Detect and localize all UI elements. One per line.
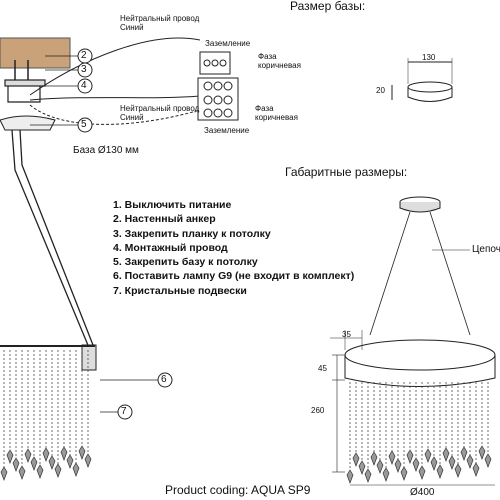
- dim-diameter: Ø400: [410, 487, 435, 498]
- chain-label: Цепоч: [472, 244, 500, 255]
- overall-heading: Габаритные размеры:: [285, 165, 408, 179]
- crystal-drop: [352, 452, 360, 467]
- crystal-drop: [406, 449, 414, 464]
- phase-bottom-label: Фаза коричневая: [255, 104, 298, 122]
- dim-crystal-height: 260: [311, 406, 325, 415]
- crystal-drop: [376, 459, 384, 474]
- callout-5: 5: [81, 119, 87, 130]
- crystal-drop: [12, 457, 20, 472]
- crystal-drop: [0, 466, 8, 481]
- callout-leaders: [30, 55, 158, 413]
- crystal-strands-left: [0, 350, 92, 481]
- mounting-plate: [4, 79, 46, 103]
- crystal-drop: [370, 451, 378, 466]
- ground-top-label: Заземление: [205, 39, 251, 48]
- callout-circles: [77, 48, 173, 420]
- step-item: 3. Закрепить планку к потолку: [113, 227, 271, 240]
- callout-7: 7: [121, 406, 127, 417]
- crystal-drop: [484, 453, 492, 468]
- base-size-drawing: [391, 58, 453, 102]
- crystal-drop: [60, 446, 68, 461]
- step-item: 4. Монтажный провод: [113, 241, 228, 254]
- step-item: 2. Настенный анкер: [113, 213, 216, 226]
- step-item: 1. Выключить питание: [113, 199, 232, 211]
- overall-drawing: [330, 196, 496, 486]
- phase-top-label: Фаза коричневая: [258, 52, 301, 70]
- crystal-drop: [472, 462, 480, 477]
- crystal-drop: [24, 448, 32, 463]
- crystal-drop: [460, 446, 468, 461]
- crystal-strands-right: [346, 382, 492, 484]
- crystal-drop: [436, 464, 444, 479]
- ground-bottom-label: Заземление: [204, 126, 250, 135]
- neutral-bottom-label: Нейтральный провод Синий: [120, 104, 200, 122]
- crystal-drop: [346, 469, 354, 484]
- crystal-drop: [72, 462, 80, 477]
- crystal-drop: [84, 453, 92, 468]
- crystal-drop: [66, 454, 74, 469]
- crystal-drop: [358, 460, 366, 475]
- crystal-drop: [36, 464, 44, 479]
- crystal-drop: [18, 465, 26, 480]
- callout-4: 4: [81, 80, 87, 91]
- crystal-drop: [42, 447, 50, 462]
- crystal-drop: [430, 456, 438, 471]
- neutral-top-label: Нейтральный провод Синий: [120, 14, 200, 32]
- crystal-drop: [78, 445, 86, 460]
- crystal-drop: [424, 448, 432, 463]
- step-item: 6. Поставить лампу G9 (не входит в компл…: [113, 270, 355, 283]
- lamp-holder: [81, 344, 97, 371]
- wires: [29, 37, 201, 125]
- crystal-drop: [382, 467, 390, 482]
- ceiling-base: [0, 115, 56, 131]
- crystal-drop: [364, 468, 372, 483]
- step-item: 5. Закрепить базу к потолку: [113, 256, 258, 269]
- callout-2: 2: [81, 50, 87, 61]
- ceiling-block: [0, 37, 71, 69]
- terminal-block-bottom: [197, 77, 239, 121]
- installation-steps: 1. Выключить питание 2. Настенный анкер …: [113, 198, 354, 298]
- dim-ring-height: 45: [318, 364, 327, 373]
- dim-ring-offset: 35: [342, 330, 351, 339]
- wall-anchors: [14, 60, 29, 80]
- step-item: 7. Кристальные подвески: [113, 284, 247, 297]
- crystal-drop: [388, 450, 396, 465]
- crystal-drop: [30, 456, 38, 471]
- base-diameter-label: База Ø130 мм: [73, 145, 139, 156]
- suspension-cable: [11, 129, 94, 351]
- product-coding: Product coding: AQUA SP9: [165, 483, 311, 497]
- crystal-drop: [394, 458, 402, 473]
- callout-6: 6: [161, 374, 167, 385]
- base-diameter-dim: 130: [422, 53, 436, 62]
- callout-3: 3: [81, 64, 87, 75]
- crystal-drop: [466, 454, 474, 469]
- base-height-dim: 20: [376, 86, 385, 95]
- crystal-drop: [48, 455, 56, 470]
- crystal-drop: [6, 449, 14, 464]
- crystal-drop: [448, 455, 456, 470]
- crystal-drop: [54, 463, 62, 478]
- crystal-drop: [418, 465, 426, 480]
- terminal-block-top: [199, 51, 231, 75]
- base-size-heading: Размер базы:: [290, 0, 366, 13]
- crystal-drop: [478, 445, 486, 460]
- crystal-drop: [442, 447, 450, 462]
- crystal-drop: [412, 457, 420, 472]
- crystal-drop: [454, 463, 462, 478]
- crystal-drop: [400, 466, 408, 481]
